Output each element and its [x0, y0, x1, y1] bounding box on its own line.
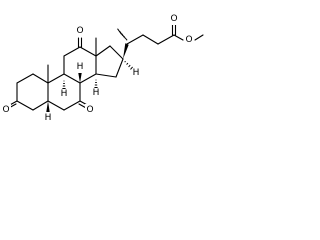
side-chain	[117, 24, 204, 45]
oxygen-label-c12: O	[76, 26, 83, 36]
ring-d	[95, 45, 124, 78]
hydrogen-label-c14: H	[93, 88, 100, 98]
atom-labels: O O O H H H H H O O	[1, 14, 194, 123]
oxygen-label-ester-ether: O	[185, 35, 192, 45]
ring-b	[47, 73, 81, 111]
oxygen-label-c3: O	[2, 105, 9, 115]
angular-methyls	[47, 37, 97, 84]
ketone-c12	[77, 37, 83, 48]
ring-c	[63, 46, 97, 84]
hydrogen-label-c5: H	[45, 113, 52, 123]
hydrogen-label-c9: H	[61, 89, 68, 99]
hydrogen-label-c8: H	[77, 62, 84, 72]
oxygen-label-ester-carbonyl: O	[170, 14, 177, 24]
hydrogen-label-c17: H	[133, 68, 140, 78]
chemical-structure: O O O H H H H H O O	[1, 14, 204, 123]
ring-a	[16, 73, 49, 111]
oxygen-label-c7: O	[86, 105, 93, 115]
stereo-bonds	[46, 43, 133, 112]
